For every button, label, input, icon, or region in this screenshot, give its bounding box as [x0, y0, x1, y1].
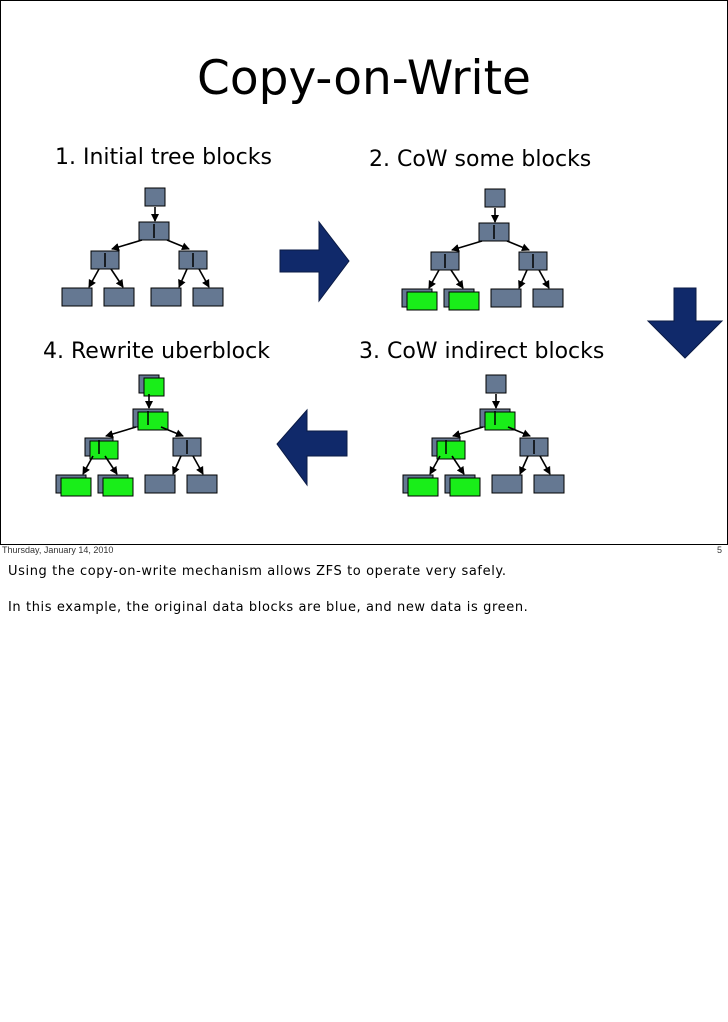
data-block-1-new — [406, 291, 438, 311]
pointer-right-b — [538, 269, 550, 289]
pointer-left-a — [88, 268, 100, 288]
indirect-block-top-new — [484, 411, 516, 431]
cow-diagram — [55, 187, 724, 497]
arrow-left-icon — [276, 408, 348, 487]
pointer-right-b — [198, 268, 210, 288]
pointer-right-a — [519, 455, 529, 475]
pointer-top-left — [105, 426, 137, 438]
pointer-right-a — [172, 455, 182, 475]
data-block-4 — [533, 474, 565, 494]
pointer-top-right — [160, 426, 184, 438]
panel-1-label: 1. Initial tree blocks — [55, 145, 272, 170]
data-block-2-new — [102, 477, 134, 497]
tree-rewrite-uberblock — [55, 374, 218, 497]
uberblock — [484, 188, 506, 208]
tree-initial-blocks — [61, 187, 224, 307]
pointer-right-a — [518, 269, 528, 289]
indirect-block-left-new — [89, 440, 119, 460]
pointer-left-a — [429, 455, 441, 475]
pointer-top-left — [451, 240, 483, 252]
indirect-block-top-new — [137, 411, 169, 431]
pointer-top-right — [507, 426, 531, 438]
pointer-top-left — [111, 239, 143, 251]
panel-4-label: 4. Rewrite uberblock — [43, 339, 270, 364]
pointer-top-right — [166, 239, 190, 251]
data-block-3 — [490, 288, 522, 308]
data-block-2-new — [449, 477, 481, 497]
note-line-1: Using the copy-on-write mechanism allows… — [8, 564, 507, 579]
pointer-left-b — [104, 455, 118, 475]
pointer-right-b — [192, 455, 204, 475]
data-block-1-new — [60, 477, 92, 497]
slide-footer-date: Thursday, January 14, 2010 — [2, 545, 114, 555]
slide: Copy-on-Write 1. Initial tree blocks 2. … — [0, 0, 728, 545]
pointer-left-b — [450, 269, 464, 289]
tree-cow-some-blocks — [401, 188, 564, 311]
slide-title: Copy-on-Write — [197, 51, 531, 106]
data-block-3 — [144, 474, 176, 494]
slide-page-number: 5 — [716, 545, 722, 555]
pointer-top-left — [452, 426, 484, 438]
pointer-left-b — [110, 268, 124, 288]
arrow-right-icon — [279, 220, 350, 303]
pointer-left-a — [428, 269, 440, 289]
data-block-3 — [150, 287, 182, 307]
data-block-1 — [61, 287, 93, 307]
indirect-block-left-new — [436, 440, 466, 460]
pointer-right-a — [178, 268, 188, 288]
pointer-left-a — [82, 455, 94, 475]
uberblock — [485, 374, 507, 394]
arrow-down-icon — [646, 287, 724, 359]
data-block-4 — [192, 287, 224, 307]
uberblock-new — [143, 377, 165, 397]
uberblock — [144, 187, 166, 207]
data-block-3 — [491, 474, 523, 494]
pointer-right-b — [539, 455, 551, 475]
note-line-2: In this example, the original data block… — [8, 600, 529, 615]
data-block-4 — [186, 474, 218, 494]
data-block-2-new — [448, 291, 480, 311]
pointer-left-b — [451, 455, 465, 475]
data-block-4 — [532, 288, 564, 308]
data-block-2 — [103, 287, 135, 307]
tree-cow-indirect-blocks — [402, 374, 565, 497]
panel-3-label: 3. CoW indirect blocks — [359, 339, 605, 364]
data-block-1-new — [407, 477, 439, 497]
panel-2-label: 2. CoW some blocks — [369, 147, 592, 172]
pointer-top-right — [506, 240, 530, 252]
